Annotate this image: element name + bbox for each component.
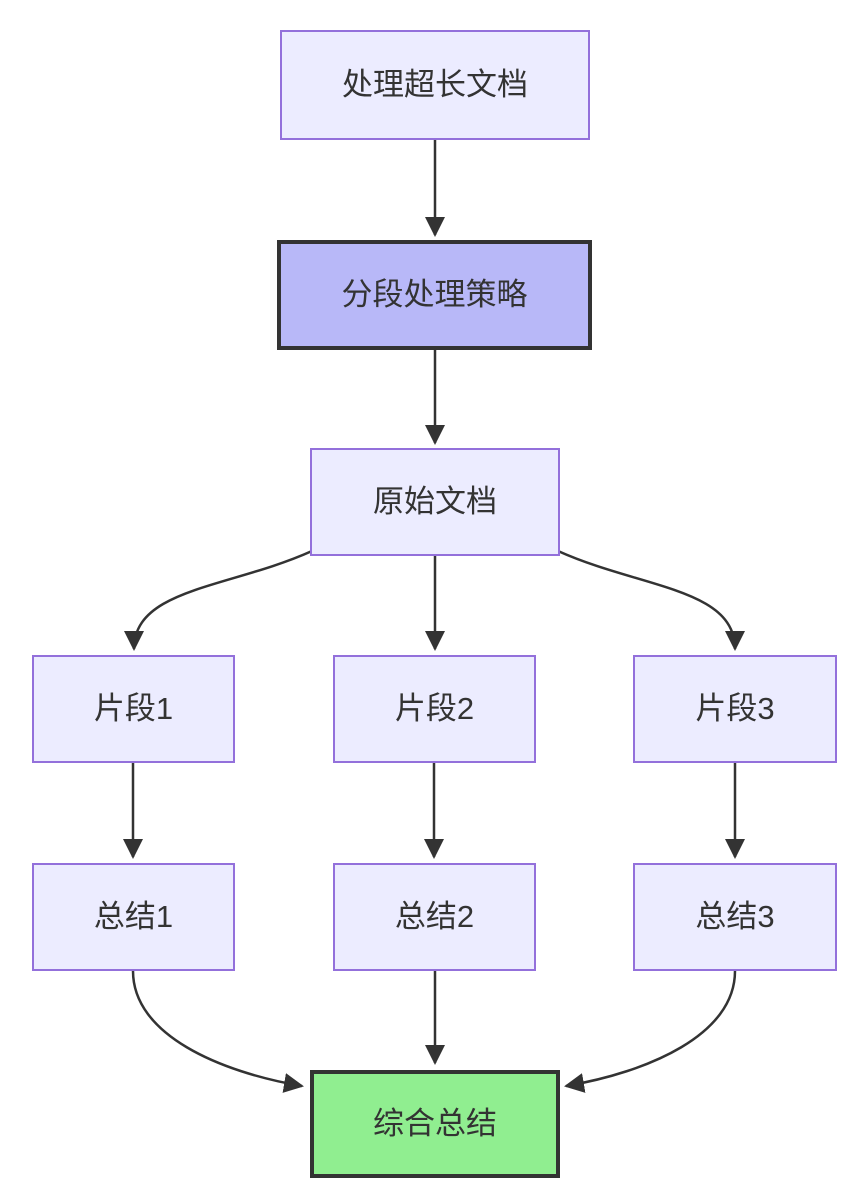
- node-label: 片段1: [93, 691, 174, 727]
- edge-original-doc-to-fragment-3: [557, 549, 745, 651]
- node-label: 总结2: [394, 899, 475, 935]
- edge-summary-1-to-final-summary: [131, 970, 304, 1093]
- node-summary-1: 总结1: [32, 863, 235, 971]
- node-summary-3: 总结3: [633, 863, 837, 971]
- node-label: 分段处理策略: [341, 277, 528, 313]
- node-fragment-2: 片段2: [333, 655, 536, 763]
- edge-summary-3-to-final-summary: [564, 970, 737, 1093]
- node-label: 片段3: [695, 691, 775, 727]
- node-original-doc: 原始文档: [310, 448, 560, 556]
- node-fragment-3: 片段3: [633, 655, 837, 763]
- node-fragment-1: 片段1: [32, 655, 235, 763]
- node-label: 总结3: [695, 899, 775, 935]
- node-process-long-doc: 处理超长文档: [280, 30, 590, 140]
- node-label: 处理超长文档: [342, 67, 528, 103]
- node-summary-2: 总结2: [333, 863, 536, 971]
- node-label: 片段2: [394, 691, 475, 727]
- node-label: 原始文档: [373, 484, 497, 520]
- node-label: 总结1: [93, 899, 174, 935]
- edge-original-doc-to-fragment-1: [124, 549, 313, 651]
- node-segment-strategy: 分段处理策略: [277, 240, 592, 350]
- node-final-summary: 综合总结: [310, 1070, 560, 1178]
- node-label: 综合总结: [373, 1106, 497, 1142]
